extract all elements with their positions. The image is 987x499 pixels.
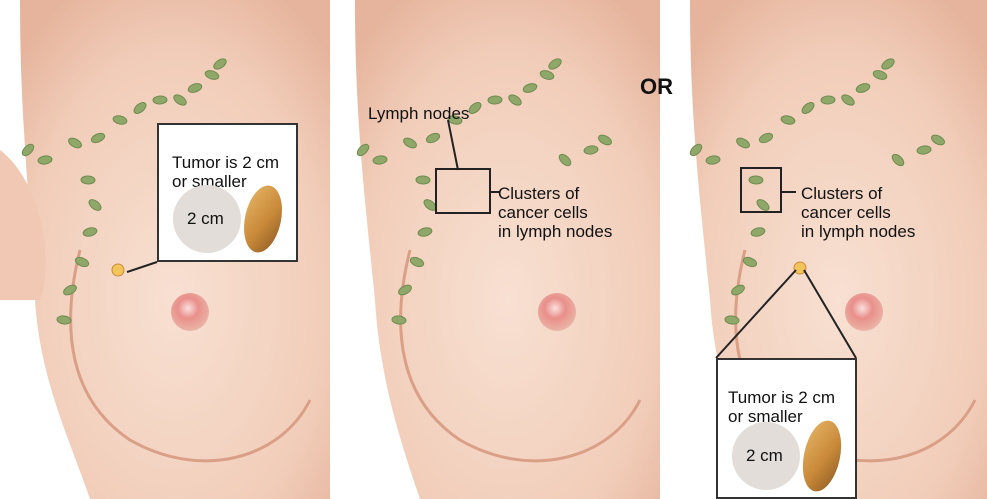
lymph-nodes-label: Lymph nodes <box>368 104 469 123</box>
lymph-node-icon <box>749 176 763 184</box>
torso-panel-2 <box>355 0 660 499</box>
lymph-node-icon <box>488 96 502 105</box>
lymph-node-icon <box>81 176 95 184</box>
tumor-icon <box>112 264 124 276</box>
size-comparison <box>724 416 849 496</box>
peanut-icon <box>797 417 847 495</box>
or-separator: OR <box>640 74 673 100</box>
lymph-node-icon <box>821 96 835 105</box>
peanut-icon <box>238 182 287 256</box>
lymph-node-icon <box>153 96 167 105</box>
size-value: 2 cm <box>187 209 224 229</box>
nipple-icon <box>845 293 883 331</box>
nipple-icon <box>538 293 576 331</box>
size-comparison <box>167 181 292 256</box>
nipple-icon <box>171 293 209 331</box>
lymph-node-icon <box>416 176 430 184</box>
size-value: 2 cm <box>746 446 783 466</box>
